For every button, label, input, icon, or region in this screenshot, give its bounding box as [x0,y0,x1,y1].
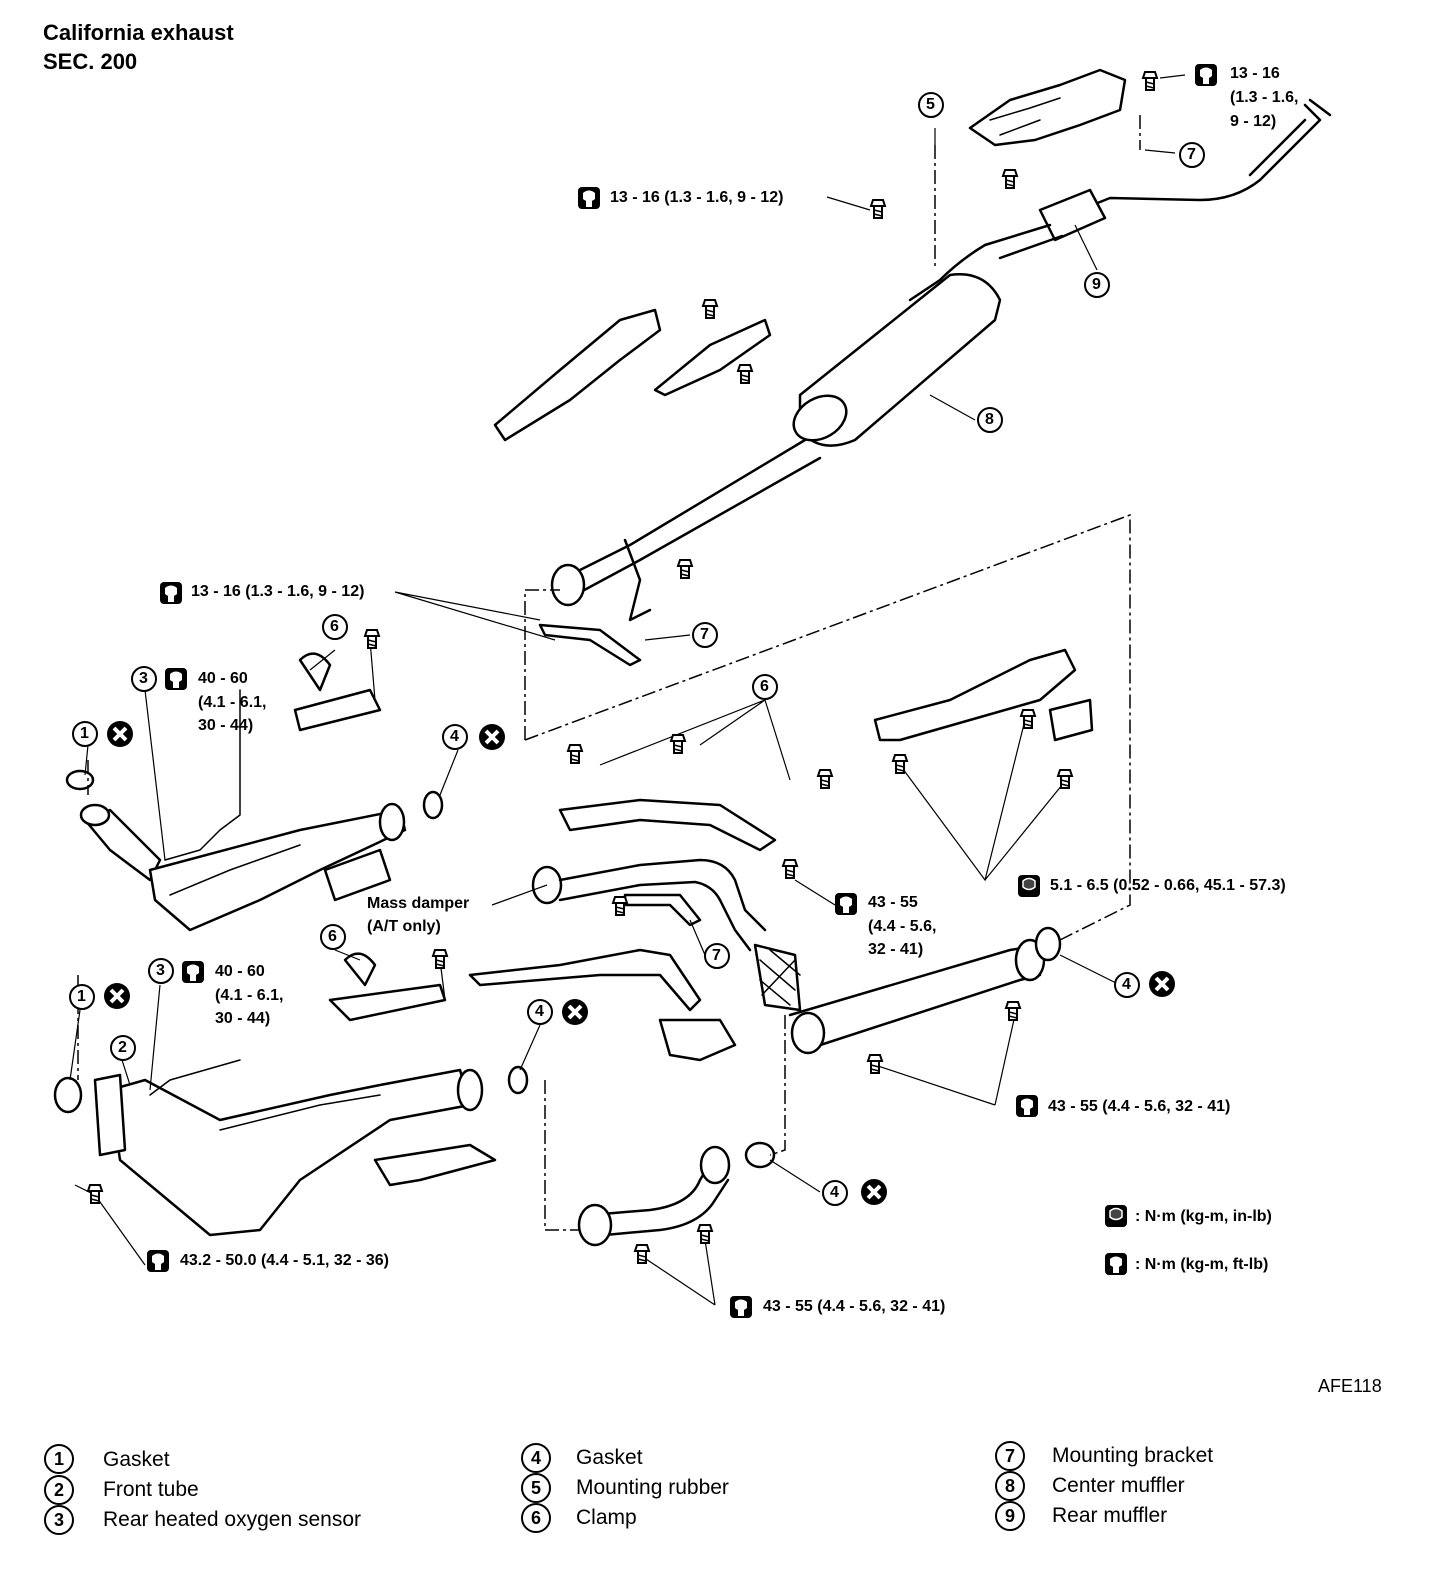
callout-6-mid: 6 [760,678,769,695]
legend-label-7: Mounting bracket [1052,1444,1214,1467]
legend-num-2: 2 [44,1475,74,1505]
lower-gasket-1 [53,1076,83,1114]
right-gasket-4 [1034,926,1062,962]
legend-label-6: Clamp [576,1506,637,1529]
torque-sensor-upper-2: (4.1 - 6.1, [198,694,267,711]
callout-3-upper: 3 [139,670,148,687]
legend-label-5: Mounting rubber [576,1476,729,1499]
callout-8: 8 [985,411,994,428]
callout-9: 9 [1092,276,1101,293]
torque-sensor-upper-3: 30 - 44) [198,717,254,734]
callout-4-right: 4 [1122,976,1131,993]
lower-bracket-plate [373,1143,497,1187]
callout-7-damper: 7 [712,947,721,964]
lower-gasket-4 [507,1065,529,1095]
bottom-gasket-4 [744,1141,776,1169]
legend-num-4: 4 [521,1443,551,1473]
callout-7-rear: 7 [1187,146,1196,163]
torque-front-tube: 43.2 - 50.0 (4.4 - 5.1, 32 - 36) [180,1252,390,1269]
legend-label-4: Gasket [576,1446,643,1469]
center-heat-shield-b [653,318,772,397]
mass-damper-note: (A/T only) [367,918,441,935]
callout-3-lower: 3 [156,962,165,979]
torque-sensor-lower-3: 30 - 44) [215,1010,271,1027]
figure-code: AFE118 [1318,1376,1382,1396]
torque-mid-3: 32 - 41) [868,941,924,958]
center-heat-shield-a [493,308,662,442]
lower-clamp-shield [328,983,447,1022]
upper-catalyst [148,808,407,932]
upper-gasket-1 [65,769,95,791]
torque-flange-bottom: 43 - 55 (4.4 - 5.6, 32 - 41) [763,1298,946,1315]
upper-clamp-shield [293,688,382,732]
callout-4-bottom: 4 [830,1184,839,1201]
torque-key-ft-lb: : N·m (kg-m, ft-lb) [1135,1256,1269,1273]
lower-catalyst [108,1068,472,1237]
right-flange-low [790,1011,826,1055]
legend-label-3: Rear heated oxygen sensor [103,1508,361,1531]
callout-1-upper: 1 [80,725,89,742]
legend-num-6: 6 [521,1503,551,1533]
mass-damper-label: Mass damper [367,895,470,912]
torque-key-in-lb: : N·m (kg-m, in-lb) [1135,1208,1272,1225]
torque-small-bolts: 5.1 - 6.5 (0.52 - 0.66, 45.1 - 57.3) [1050,877,1286,894]
diagram-title: California exhaust [43,20,234,45]
rear-heat-shield [968,68,1127,147]
callout-4-upper: 4 [450,728,459,745]
right-heat-shield [873,648,1077,742]
torque-sensor-lower-2: (4.1 - 6.1, [215,987,284,1004]
lower-front-flange [93,1073,127,1157]
torque-mid: 43 - 55 [868,894,918,911]
section-number: SEC. 200 [43,49,138,74]
bottom-flange [577,1203,613,1247]
torque-center: 13 - 16 (1.3 - 1.6, 9 - 12) [191,583,365,600]
callout-6-upper: 6 [330,618,339,635]
lower-bend-tube [658,1018,737,1062]
legend-num-7: 7 [995,1441,1025,1471]
mass-damper-bracket [623,893,702,927]
legend-label-9: Rear muffler [1052,1504,1168,1527]
torque-mid-2: (4.4 - 5.6, [868,918,937,935]
legend-num-8: 8 [995,1471,1025,1501]
legend-num-3: 3 [44,1505,74,1535]
lower-heat-shield [468,948,702,1012]
callout-6-lower: 6 [328,928,337,945]
callout-5-rubber: 5 [926,96,935,113]
legend-num-1: 1 [44,1444,74,1474]
torque-rear-top: 13 - 16 [1230,65,1280,82]
callout-1-lower: 1 [77,988,86,1005]
legend-num-9: 9 [995,1501,1025,1531]
legend-label-8: Center muffler [1052,1474,1185,1497]
torque-rear-top-3: 9 - 12) [1230,113,1277,130]
legend-num-5: 5 [521,1473,551,1503]
center-flange [550,563,586,607]
callout-4-lower: 4 [535,1003,544,1020]
upper-gasket-4 [422,790,444,820]
callout-2: 2 [118,1039,127,1056]
upper-bracket-plate [323,848,392,902]
callout-7-center: 7 [700,626,709,643]
torque-flange-right: 43 - 55 (4.4 - 5.6, 32 - 41) [1048,1098,1231,1115]
torque-sensor-upper: 40 - 60 [198,670,248,687]
legend-label-2: Front tube [103,1478,199,1501]
torque-sensor-lower: 40 - 60 [215,963,265,980]
torque-rear-top-2: (1.3 - 1.6, [1230,89,1299,106]
mid-heat-shield [558,798,777,852]
legend-label-1: Gasket [103,1448,170,1471]
rear-muffler [1038,188,1107,242]
torque-rubber: 13 - 16 (1.3 - 1.6, 9 - 12) [610,189,784,206]
tailpipe [1078,103,1322,212]
bracket-center [538,623,642,667]
